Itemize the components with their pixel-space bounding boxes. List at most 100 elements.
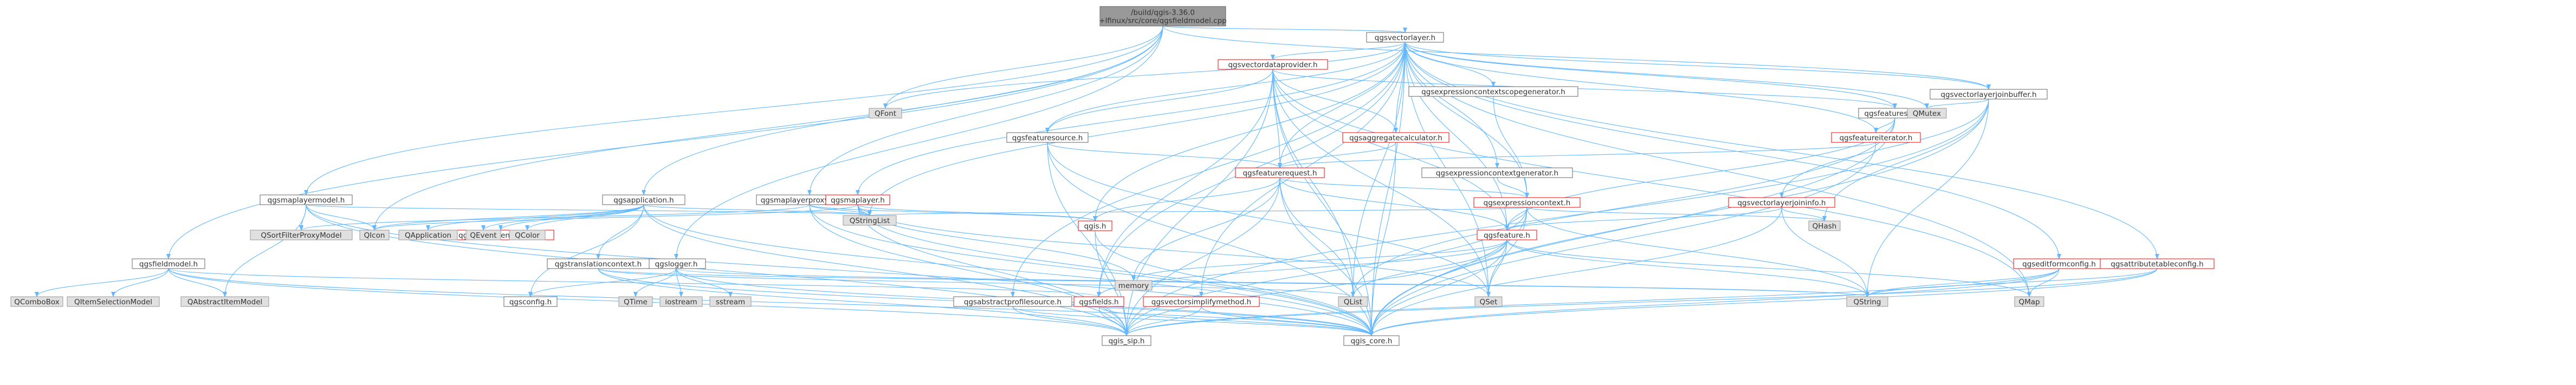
node-qgis[interactable]: qgis.h [1078,220,1112,231]
node-QEvent: QEvent [465,230,501,240]
node-label-qgsexpressioncontextscopegenerator: qgsexpressioncontextscopegenerator.h [1421,88,1565,96]
node-box-qgsexpressioncontext [1473,197,1581,208]
node-box-QSet [1474,296,1503,307]
node-box-qgis_sip [1102,335,1151,346]
edge-qgsfields-to-qgis_core [1098,306,1374,336]
node-qgsvectorlayerjoininfo[interactable]: qgsvectorlayerjoininfo.h [1728,197,1835,208]
node-qgsmaplayer[interactable]: qgsmaplayer.h [825,194,890,205]
node-QTime: QTime [618,296,653,307]
node-box-qgsvectorsimplifymethod [1143,296,1260,307]
node-qgsvectorsimplifymethod[interactable]: qgsvectorsimplifymethod.h [1143,296,1260,307]
edge-qgsmaplayer-to-qgis_sip [857,204,1129,336]
edge-qgsvectorlayer-to-qgsmaplayer [856,42,1406,195]
edge-qgsfeaturerequest-to-qgsexpressioncontext [1279,177,1529,198]
node-QAbstractItemModel: QAbstractItemModel [180,296,269,307]
node-box-qgsvectorlayerjoininfo [1728,197,1835,208]
edge-qgsfeature-to-QString [1506,239,1869,297]
node-qgsfeature[interactable]: qgsfeature.h [1477,230,1537,240]
node-label-qgsaggregatecalculator: qgsaggregatecalculator.h [1349,134,1442,142]
edge-qgsvectorlayer-to-qgsvectordataprovider [1271,42,1406,60]
node-box-QMap [2014,296,2044,307]
edge-qgsvectordataprovider-to-qgsfeaturesink [1272,69,1897,109]
node-box-qgsfieldmodel [132,258,205,269]
edge-qgseditformconfig-to-qgis_core [1369,268,2060,336]
node-box-qgsfields [1073,296,1124,307]
edge-qgsvectordataprovider-to-qgsfields [1097,69,1273,297]
node-qgsexpressioncontextscopegenerator[interactable]: qgsexpressioncontextscopegenerator.h [1408,86,1578,97]
node-box-qgis_core [1343,335,1400,346]
edge-qgsvectorlayerjoininfo-to-qgis_core [1369,207,1782,336]
node-qgis_sip[interactable]: qgis_sip.h [1102,335,1151,346]
node-label-QItemSelectionModel: QItemSelectionModel [74,298,152,306]
edge-qgsvectorlayer-to-qgsabstractprofilesource [1011,42,1406,297]
edge-qgsexpressioncontext-to-QHash [1526,207,1827,221]
edge-qgsfieldmodel-to-qgis_core [168,268,1374,336]
edge-qgsvectorlayer-to-QStringList [868,42,1406,216]
node-qgsexpressioncontextgenerator[interactable]: qgsexpressioncontextgenerator.h [1421,167,1573,178]
node-qgstranslationcontext[interactable]: qgstranslationcontext.h [547,258,650,269]
edge-qgsfeaturesink-to-qgsfeatureiterator [1874,118,1895,133]
node-label-QComboBox: QComboBox [14,298,59,306]
node-qgsabstractprofilesource[interactable]: qgsabstractprofilesource.h [953,296,1072,307]
node-label-qgsvectorlayerjoinbuffer: qgsvectorlayerjoinbuffer.h [1940,90,2036,99]
edge-qgsmaplayer-to-qgis_core [857,204,1374,336]
node-qgsvectorlayer[interactable]: qgsvectorlayer.h [1366,32,1444,43]
node-qgsfeaturesource[interactable]: qgsfeaturesource.h [1006,132,1089,143]
node-sstream: sstream [709,296,752,307]
edge-qgsvectorlayerjoininfo-to-qgsfeature [1505,207,1782,231]
edge-qgsabstractprofilesource-to-qgis_sip [1012,306,1129,336]
node-qgsvectordataprovider[interactable]: qgsvectordataprovider.h [1218,59,1328,70]
edge-qgsexpressioncontext-to-QSet [1486,207,1528,297]
node-label-QSet: QSet [1480,298,1498,306]
node-label-qgsfeatureiterator: qgsfeatureiterator.h [1840,134,1913,142]
node-label-QIcon: QIcon [364,231,385,240]
node-label-qgstranslationcontext: qgstranslationcontext.h [555,260,642,269]
edge-root-to-QFont [883,25,1163,109]
node-qgsattributetableconfig[interactable]: qgsattributetableconfig.h [2100,258,2215,269]
edge-qgsapplication-to-qgis_core [643,204,1374,336]
node-qgsvectorlayerjoinbuffer[interactable]: qgsvectorlayerjoinbuffer.h [1930,89,2048,100]
edge-qgsvectordataprovider-to-QMap [1272,69,2031,297]
edge-qgsexpressioncontext-to-QStringList [868,207,1528,216]
edge-qgsvectorsimplifymethod-to-qgis_sip [1124,306,1202,336]
edge-qgsapplication-to-qgsconfig [528,204,644,297]
edge-qgsvectorlayer-to-qgsvectorlayerjoinbuffer [1404,42,1991,90]
node-qgsapplication[interactable]: qgsapplication.h [602,194,685,205]
node-qgis_core[interactable]: qgis_core.h [1343,335,1400,346]
edge-qgsattributetableconfig-to-qgis_sip [1124,268,2158,336]
node-qgsaggregatecalculator[interactable]: qgsaggregatecalculator.h [1342,132,1449,143]
edge-root-to-qgsfieldmodel [166,25,1163,259]
edge-qgsfeaturerequest-to-qgsfeature [1279,177,1509,231]
edge-qgsvectorlayerjoininfo-to-QString [1781,207,1869,297]
node-qgsmaplayermodel[interactable]: qgsmaplayermodel.h [260,194,353,205]
edge-qgsmaplayermodel-to-QStringList [306,204,872,216]
node-box-QHash [1808,220,1841,231]
node-qgseditformconfig[interactable]: qgseditformconfig.h [2013,258,2105,269]
node-box-QApplication [398,230,458,240]
node-box-QEvent [465,230,501,240]
node-label-qgsfieldmodel: qgsfieldmodel.h [139,260,198,269]
edge-qgsmaplayerproxymodel-to-qgis [809,204,1097,221]
edge-qgseditformconfig-to-QMap [2027,268,2060,297]
node-box-QIcon [359,230,390,240]
edge-qgstranslationcontext-to-qgis_sip [598,268,1129,336]
node-label-qgsfeaturerequest: qgsfeaturerequest.h [1242,169,1317,178]
node-qgsconfig[interactable]: qgsconfig.h [503,296,558,307]
edge-qgsvectorlayer-to-qgsfeatureiterator [1404,42,1878,133]
node-QHash: QHash [1808,220,1841,231]
edge-qgsvectordataprovider-to-qgsaggregatecalculator [1272,69,1398,133]
edge-qgsvectorlayer-to-QFont [883,42,1406,109]
node-QMutex: QMutex [1907,108,1947,119]
node-root[interactable]: /build/qgis-3.36.0+lfinux/src/core/qgsfi… [1099,6,1227,27]
edge-qgslogger-to-qgsconfig [528,268,677,297]
node-qgsexpressioncontext[interactable]: qgsexpressioncontext.h [1473,197,1581,208]
edge-qgsvectorsimplifymethod-to-qgis_core [1201,306,1374,336]
node-qgsfields[interactable]: qgsfields.h [1073,296,1124,307]
node-qgsfieldmodel[interactable]: qgsfieldmodel.h [132,258,205,269]
edge-qgsmaplayermodel-to-qgis_core [306,204,1374,336]
node-box-QTime [618,296,653,307]
node-iostream: iostream [659,296,703,307]
node-qgsfeatureiterator[interactable]: qgsfeatureiterator.h [1831,132,1921,143]
node-qgsfeaturerequest[interactable]: qgsfeaturerequest.h [1235,167,1325,178]
node-qgslogger[interactable]: qgslogger.h [646,258,706,269]
